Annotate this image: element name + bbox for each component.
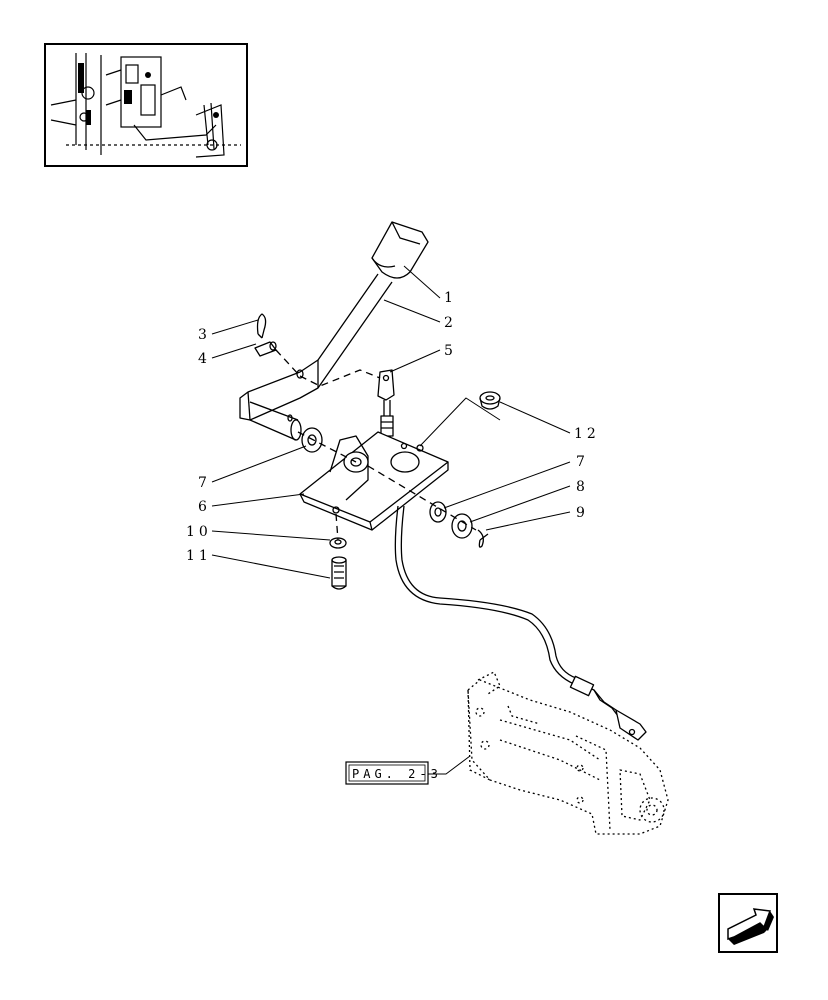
- bolt-11: [331, 556, 347, 590]
- callout-10: 10: [186, 524, 212, 540]
- callout-1: 1: [444, 290, 457, 306]
- washer-right: [429, 501, 447, 523]
- clip-9: [477, 529, 489, 548]
- leader-lines: [211, 265, 571, 775]
- mounting-bracket: [299, 431, 449, 531]
- page-reference-label: PAG. 2-3: [352, 767, 442, 781]
- page-reference[interactable]: PAG. 2-3: [345, 761, 442, 785]
- callout-9: 9: [576, 505, 589, 521]
- lever-arm: [239, 273, 393, 441]
- washer-left: [301, 427, 323, 453]
- hitch-reference-ghost: [467, 671, 669, 835]
- grommet-12: [479, 391, 501, 410]
- callout-7-left: 7: [198, 475, 211, 491]
- callout-2: 2: [444, 315, 457, 331]
- tractor-thumbnail-image: [50, 53, 241, 158]
- cable-fork: [377, 369, 395, 462]
- back-arrow-icon: [727, 908, 774, 945]
- callout-7-right: 7: [576, 454, 589, 470]
- locator-thumbnail: [44, 43, 248, 167]
- assembly-lines: [275, 349, 477, 541]
- callout-11: 11: [186, 548, 212, 564]
- callout-6: 6: [198, 499, 211, 515]
- callout-4: 4: [198, 351, 211, 367]
- callout-12: 12: [574, 426, 600, 442]
- callout-3: 3: [198, 327, 211, 343]
- callout-8: 8: [576, 479, 589, 495]
- callout-5: 5: [444, 343, 457, 359]
- clip-pin: [256, 313, 267, 339]
- control-cable: [394, 505, 647, 741]
- handle-grip: [371, 221, 429, 279]
- pin: [254, 341, 277, 357]
- back-navigation-button[interactable]: [718, 893, 778, 953]
